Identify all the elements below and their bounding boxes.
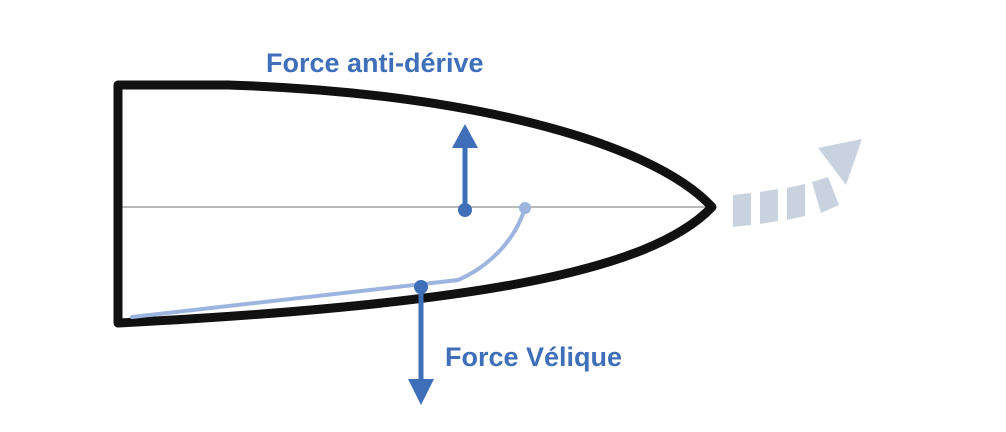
- sail-force-label: Force Vélique: [445, 342, 622, 372]
- motion-direction-arrow: [733, 139, 862, 227]
- sail-head-point: [519, 202, 531, 214]
- anti-drift-force-arrow: [452, 124, 478, 217]
- sail-line: [130, 206, 527, 319]
- sail-force-arrow: [408, 280, 434, 405]
- anti-drift-force-label: Force anti-dérive: [266, 48, 484, 78]
- hull-outline: [113, 80, 717, 328]
